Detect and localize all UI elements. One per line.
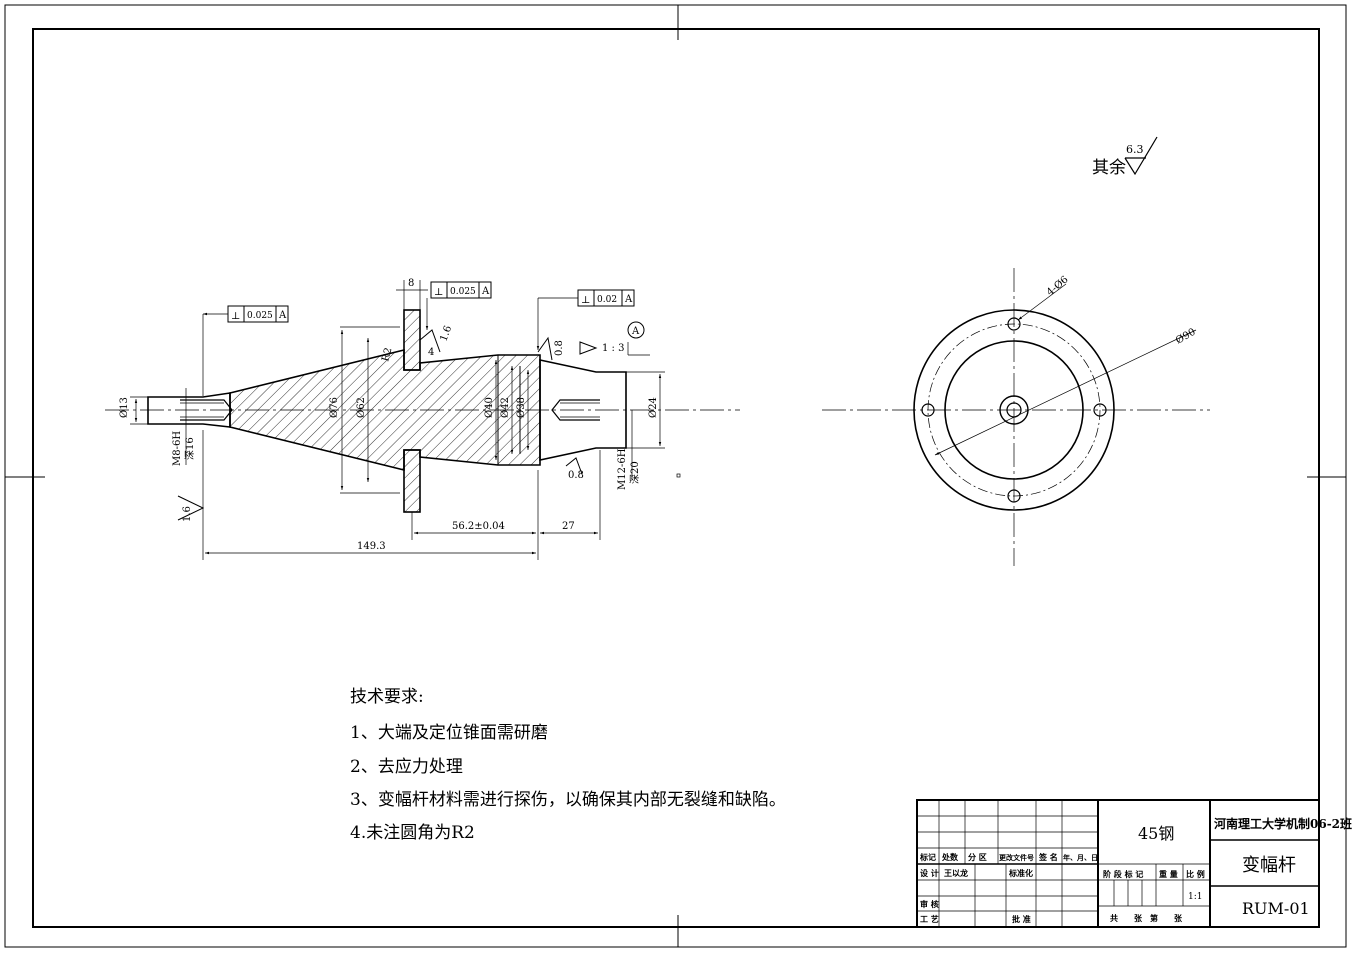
hdr-mark: 标记 (919, 852, 936, 862)
drawing-no: RUM-01 (1242, 899, 1310, 918)
dim-m12-depth: 深20 (629, 461, 641, 484)
bolt-hole-bottom (1007, 489, 1021, 503)
flange-lower (403, 449, 421, 513)
tech-item-1: 1、大端及定位锥面需研磨 (350, 723, 548, 743)
dim-len-total: 149.3 (357, 541, 386, 552)
part-name: 变幅杆 (1242, 855, 1296, 876)
dim-m12: M12-6H (617, 448, 628, 490)
lbl-design: 设 计 (920, 868, 939, 878)
bolt-hole-right (1093, 403, 1107, 417)
dim-d76: Ø76 (329, 397, 340, 418)
tech-item-2: 2、去应力处理 (350, 757, 463, 777)
side-view: 4-Ø6 Ø90 (822, 268, 1210, 566)
dim-d38: Ø38 (516, 397, 527, 418)
dimension-lines (130, 280, 665, 560)
dim-d13: Ø13 (119, 397, 130, 418)
bolt-hole-left (921, 403, 935, 417)
dim-d24: Ø24 (648, 397, 659, 418)
dim-len-mid: 56.2±0.04 (452, 521, 505, 532)
hdr-sign: 签 名 (1038, 852, 1058, 862)
lbl-process: 工 艺 (920, 914, 939, 924)
svg-text:0.025: 0.025 (450, 287, 476, 297)
dim-flange-w: 8 (408, 278, 414, 289)
holes-label: 4-Ø6 (1045, 274, 1071, 298)
lbl-sheets: 共 张 第 张 (1110, 913, 1183, 923)
material: 45钢 (1138, 824, 1174, 843)
roughness-label: 其余 (1092, 158, 1126, 178)
hdr-doc-no: 更改文件号 (999, 853, 1034, 862)
svg-text:⊥: ⊥ (581, 295, 590, 306)
pcd-label: Ø90 (1174, 327, 1198, 347)
dim-taper: 1 : 3 (602, 343, 624, 354)
dim-r2: R2 (380, 346, 394, 362)
svg-text:0.8: 0.8 (568, 470, 584, 481)
svg-text:A: A (481, 286, 490, 297)
svg-text:⊥: ⊥ (231, 311, 240, 322)
tech-requirements: 技术要求: 1、大端及定位锥面需研磨 2、去应力处理 3、变幅杆材料需进行探伤，… (350, 687, 786, 843)
tech-item-3: 3、变幅杆材料需进行探伤，以确保其内部无裂缝和缺陷。 (350, 790, 786, 810)
svg-text:1.6: 1.6 (182, 506, 193, 522)
outer-circle (913, 309, 1115, 511)
hdr-zone: 分 区 (968, 852, 987, 862)
front-view: Ø13 M8-6H 深16 Ø76 Ø62 Ø40 Ø42 Ø38 Ø24 M1… (105, 278, 740, 560)
dim-m8-depth: 深16 (184, 437, 196, 460)
lbl-weight: 重 量 (1159, 869, 1178, 879)
dim-four: 4 (428, 347, 434, 358)
svg-text:0.02: 0.02 (597, 295, 617, 305)
dim-m8: M8-6H (172, 431, 183, 466)
lbl-standard: 标准化 (1008, 868, 1033, 878)
dimension-texts: Ø13 M8-6H 深16 Ø76 Ø62 Ø40 Ø42 Ø38 Ø24 M1… (119, 278, 659, 552)
title-block: 标记 处数 分 区 更改文件号 签 名 年、月、日 设 计 王以龙 标准化 审 … (916, 799, 1352, 928)
svg-text:0.025: 0.025 (247, 311, 273, 321)
tech-title: 技术要求: (350, 687, 424, 707)
svg-text:A: A (278, 310, 287, 321)
roughness-value: 6.3 (1126, 143, 1144, 156)
svg-text:A: A (624, 294, 633, 305)
bolt-hole-top (1007, 317, 1021, 331)
svg-text:1.6: 1.6 (438, 324, 454, 343)
lbl-review: 审 核 (920, 899, 939, 909)
hdr-date: 年、月、日 (1063, 853, 1098, 862)
tolerance-left: ⊥ 0.025 A (227, 305, 289, 323)
scale-value: 1:1 (1188, 892, 1202, 902)
lbl-stage: 阶 段 标 记 (1103, 869, 1143, 879)
tolerance-right: ⊥ 0.02 A (577, 289, 635, 307)
hdr-count: 处数 (941, 852, 959, 862)
lbl-approve: 批 准 (1012, 914, 1031, 924)
pitch-circle (927, 323, 1101, 497)
lbl-scale: 比 例 (1186, 869, 1205, 879)
dim-d62: Ø62 (356, 397, 367, 418)
dim-len-end: 27 (562, 521, 575, 532)
center-hole-outer (999, 395, 1029, 425)
sheet-border (4, 4, 1347, 948)
designer: 王以龙 (944, 868, 968, 878)
tolerance-flange: ⊥ 0.025 A (430, 281, 492, 299)
inner-circle (944, 340, 1084, 480)
roughness-symbols: 1.6 1.6 0.8 0.8 (177, 324, 584, 522)
svg-text:0.8: 0.8 (554, 340, 565, 356)
datum-a: A (627, 321, 645, 339)
dim-d42: Ø42 (500, 397, 511, 418)
flange (403, 309, 421, 371)
default-roughness: 其余 6.3 (1092, 136, 1158, 178)
tech-item-4: 4.未注圆角为R2 (350, 823, 475, 843)
svg-text:⊥: ⊥ (434, 287, 443, 298)
school: 河南理工大学机制06-2班 (1213, 816, 1352, 831)
svg-text:A: A (631, 326, 640, 337)
dim-d40: Ø40 (484, 397, 495, 418)
